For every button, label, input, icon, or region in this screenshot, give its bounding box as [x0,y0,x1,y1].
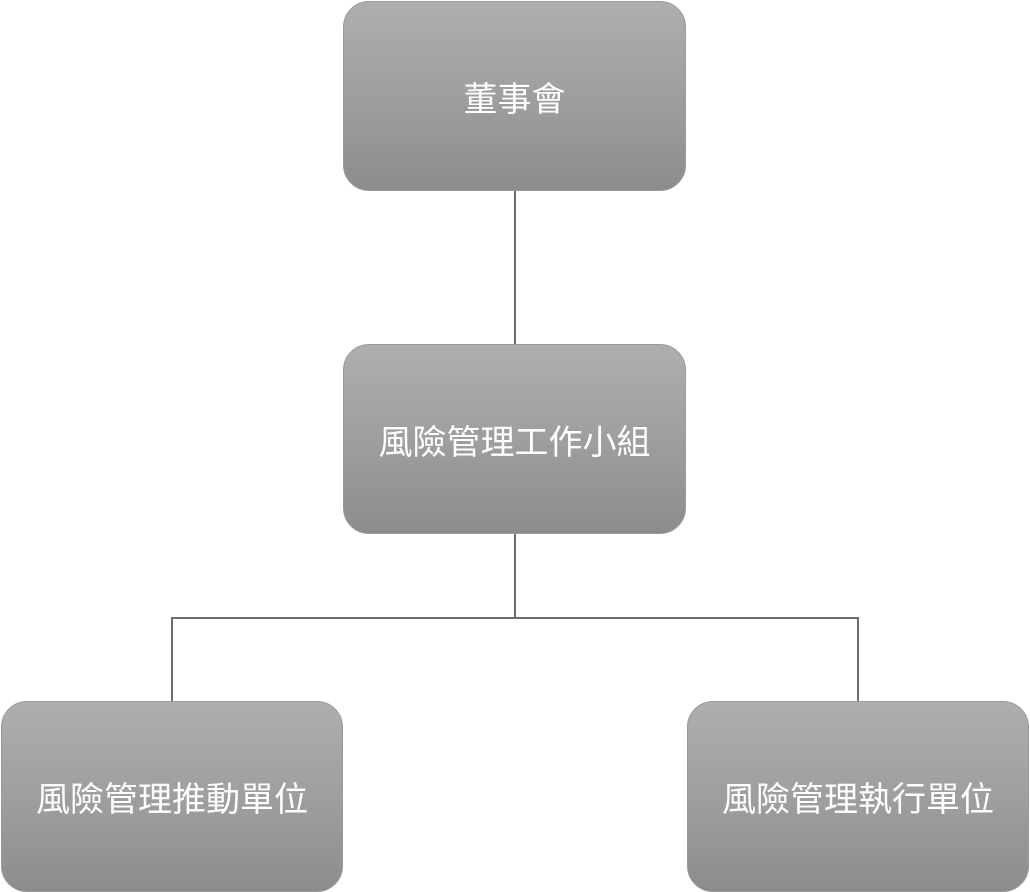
node-risk-execution-unit: 風險管理執行單位 [687,701,1029,892]
node-risk-management-workgroup: 風險管理工作小組 [343,344,686,534]
node-risk-promotion-unit: 風險管理推動單位 [1,701,343,892]
node-board-label: 董事會 [463,79,566,120]
node-execution-label: 風險管理執行單位 [722,780,994,820]
node-board: 董事會 [343,1,686,191]
node-promotion-label: 風險管理推動單位 [36,780,308,820]
node-workgroup-label: 風險管理工作小組 [378,422,651,463]
